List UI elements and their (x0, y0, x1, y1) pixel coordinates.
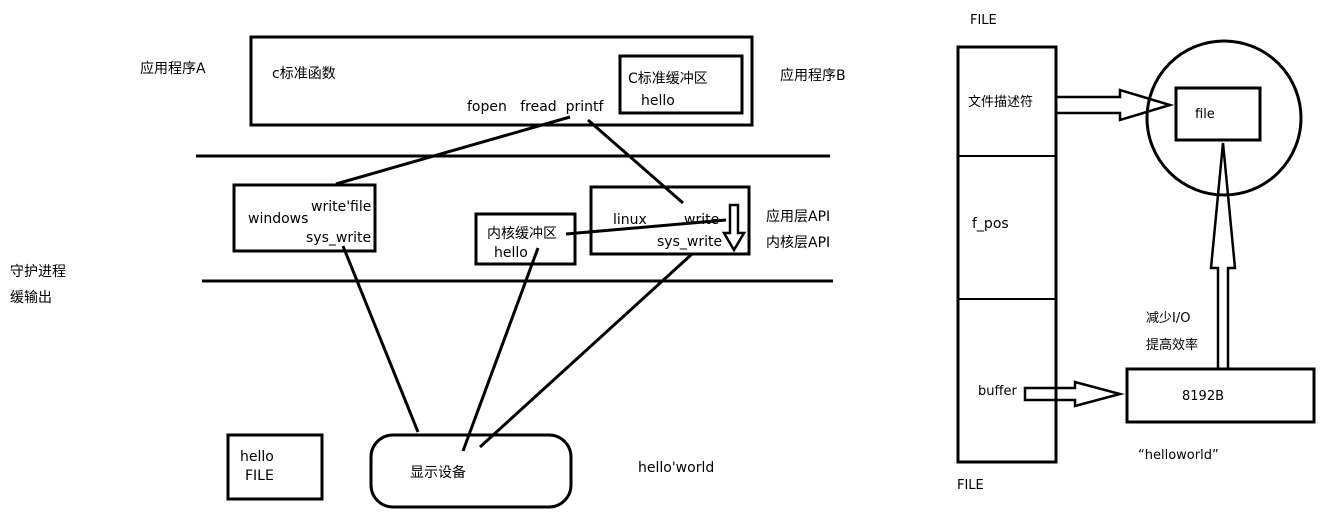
windows-label: windows (248, 211, 309, 227)
app-b-label: 应用程序B (780, 68, 846, 84)
display-device-label: 显示设备 (410, 465, 466, 481)
buffer-to-block-arrow-icon (1023, 380, 1125, 408)
windows-to-display-line (341, 245, 420, 433)
down-arrow-icon (721, 203, 747, 253)
app-layer-api-label: 应用层API (766, 209, 831, 225)
kernel-buffer-content: hello (494, 245, 528, 261)
std-calls-label: fopen fread printf (467, 99, 604, 115)
kernel-buffer-to-display-line (461, 247, 540, 452)
kernel-layer-api-label: 内核层API (766, 235, 831, 251)
fd-to-file-arrow-icon (1054, 88, 1175, 122)
windows-box (232, 183, 377, 253)
c-standard-function-box (249, 35, 754, 127)
c-standard-function-label: c标准函数 (272, 66, 336, 82)
linux-to-display-line (478, 252, 694, 449)
buffer-field: buffer (978, 384, 1017, 399)
daemon-label: 守护进程 (10, 264, 66, 280)
c-standard-buffer-label: C标准缓冲区 (628, 71, 708, 87)
f-pos-field: f_pos (972, 216, 1009, 232)
windows-write-label: write'file (311, 199, 372, 215)
hello-file-line2: FILE (245, 468, 274, 484)
write-to-kernel-buffer-line (565, 218, 727, 236)
buffered-output-label: 缓输出 (10, 290, 52, 306)
kernel-buffer-box (474, 212, 577, 266)
printf-to-windows-line (335, 115, 571, 186)
file-struct-title-top: FILE (970, 13, 997, 28)
linux-write-label: write (684, 212, 720, 228)
linux-label: linux (613, 212, 647, 228)
display-device-shape (369, 433, 573, 509)
file-node-label: file (1195, 107, 1215, 122)
file-struct-title-bottom: FILE (957, 478, 984, 493)
file-table-circle (1145, 39, 1303, 197)
linux-sys-write-label: sys_write (657, 234, 723, 250)
file-descriptor-field: 文件描述符 (968, 95, 1034, 110)
reduce-io-label: 减少I/O (1146, 311, 1191, 326)
file-node-box (1174, 86, 1262, 142)
buffer-size-label: 8192B (1182, 389, 1225, 404)
hello-file-box (226, 433, 324, 501)
linux-box (589, 185, 751, 256)
file-struct-column (956, 45, 1058, 464)
windows-sys-write-label: sys_write (306, 230, 372, 246)
hello-file-line1: hello (240, 449, 274, 465)
c-standard-buffer-box (618, 54, 744, 115)
hello-world-quoted-label: “helloworld” (1138, 448, 1219, 463)
improve-efficiency-label: 提高效率 (1146, 338, 1199, 353)
c-standard-buffer-content: hello (641, 93, 675, 109)
printf-to-linux-line (587, 118, 684, 205)
hello-world-label: hello'world (638, 460, 715, 476)
kernel-buffer-label: 内核缓冲区 (487, 226, 557, 242)
app-a-label: 应用程序A (140, 61, 206, 77)
block-to-file-arrow-icon (1209, 142, 1237, 371)
